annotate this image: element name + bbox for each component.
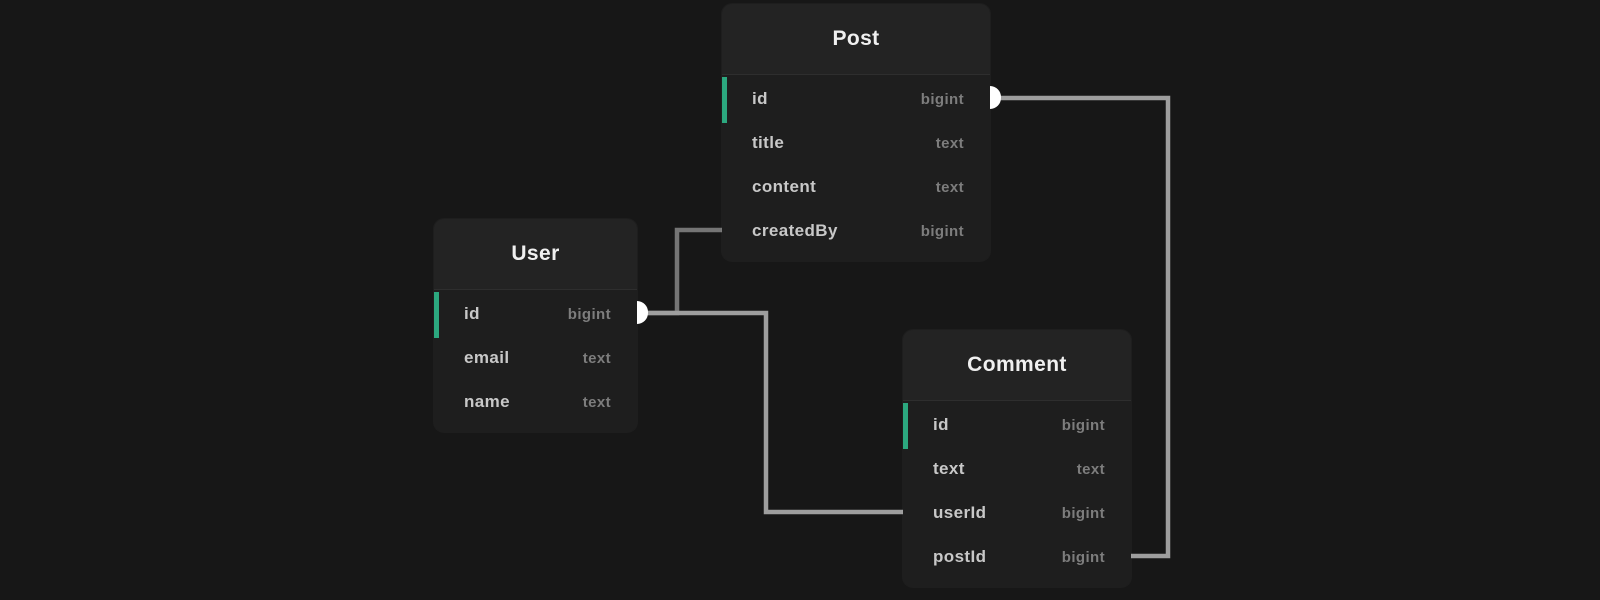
column-type: text [935,178,964,196]
column-name: postId [933,547,987,566]
table-comment[interactable]: Comment id bigint text text userId bigin… [903,330,1131,587]
connection-port-user-id[interactable] [637,301,648,324]
column-name: content [752,177,817,196]
primary-key-indicator [722,77,727,123]
table-comment-rows: id bigint text text userId bigint postId… [903,401,1131,587]
column-name: createdBy [752,221,838,240]
table-title: User [511,242,560,265]
column-name: name [464,392,511,411]
column-row-post-title: title text [722,121,990,165]
column-row-user-id: id bigint [434,292,637,338]
table-comment-header[interactable]: Comment [903,330,1131,401]
column-name: title [752,133,785,152]
table-title: Comment [967,353,1067,376]
column-name: id [464,304,480,323]
table-title: Post [832,27,880,50]
column-row-user-email: email text [434,336,637,380]
primary-key-indicator [434,292,439,338]
table-post[interactable]: Post id bigint title text content text c… [722,4,990,261]
table-user[interactable]: User id bigint email text name text [434,219,637,432]
column-name: userId [933,503,987,522]
column-row-post-content: content text [722,165,990,209]
column-row-comment-text: text text [903,447,1131,491]
table-user-header[interactable]: User [434,219,637,290]
column-row-comment-userid: userId bigint [903,491,1131,535]
primary-key-indicator [903,403,908,449]
column-type: text [1076,460,1105,478]
relationship-line-user-post [637,227,724,316]
column-type: bigint [920,90,964,108]
relationship-line-post-comment [990,95,1171,559]
column-type: bigint [567,305,611,323]
relationship-line-user-comment [637,310,905,515]
column-row-user-name: name text [434,380,637,424]
column-row-post-createdby: createdBy bigint [722,209,990,253]
column-row-comment-postid: postId bigint [903,535,1131,579]
column-name: id [933,415,949,434]
table-user-rows: id bigint email text name text [434,290,637,432]
column-type: text [935,134,964,152]
column-name: id [752,89,768,108]
column-name: text [933,459,965,478]
column-type: bigint [1061,504,1105,522]
column-type: bigint [1061,548,1105,566]
column-row-comment-id: id bigint [903,403,1131,449]
table-post-rows: id bigint title text content text create… [722,75,990,261]
column-row-post-id: id bigint [722,77,990,123]
column-type: bigint [1061,416,1105,434]
column-name: email [464,348,510,367]
column-type: text [582,393,611,411]
table-post-header[interactable]: Post [722,4,990,75]
connection-port-post-id[interactable] [990,86,1001,109]
column-type: text [582,349,611,367]
column-type: bigint [920,222,964,240]
